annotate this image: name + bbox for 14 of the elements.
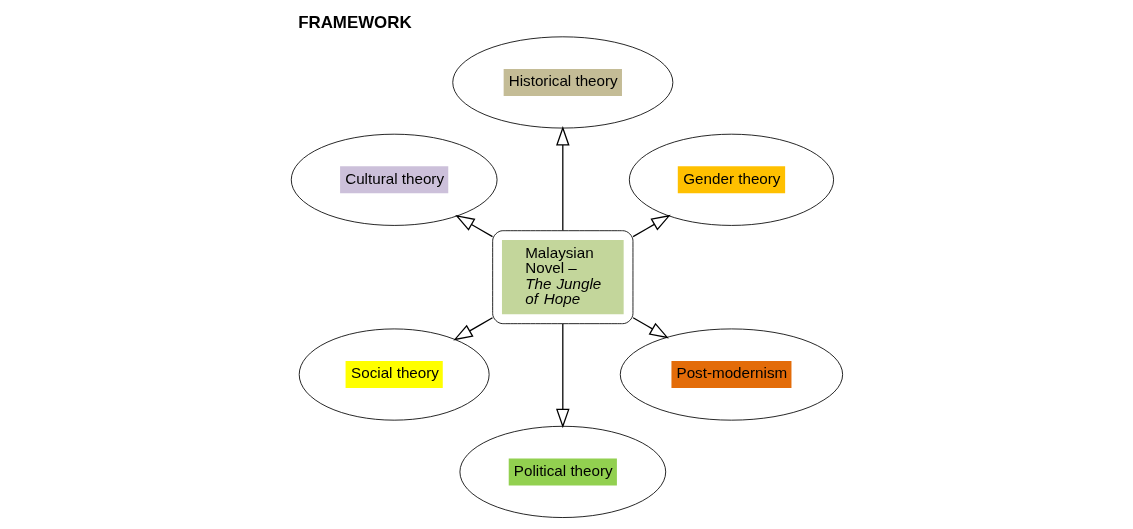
arrow (631, 317, 669, 339)
node-ellipse: Post-modernism (619, 328, 843, 421)
arrow (555, 323, 570, 429)
arrow (631, 214, 671, 238)
node-ellipse: Historical theory (451, 36, 673, 129)
arrow (454, 215, 493, 238)
node-ellipse: Cultural theory (290, 133, 497, 226)
node-ellipse: Gender theory (628, 133, 834, 226)
node-ellipse: Social theory (298, 328, 490, 421)
node-ellipse: Political theory (459, 425, 666, 518)
diagram-title: FRAMEWORK (297, 12, 412, 32)
arrow (555, 126, 570, 232)
arrow (452, 317, 493, 341)
node-box: Malaysian Novel – The Jungle of Hope (491, 230, 633, 325)
